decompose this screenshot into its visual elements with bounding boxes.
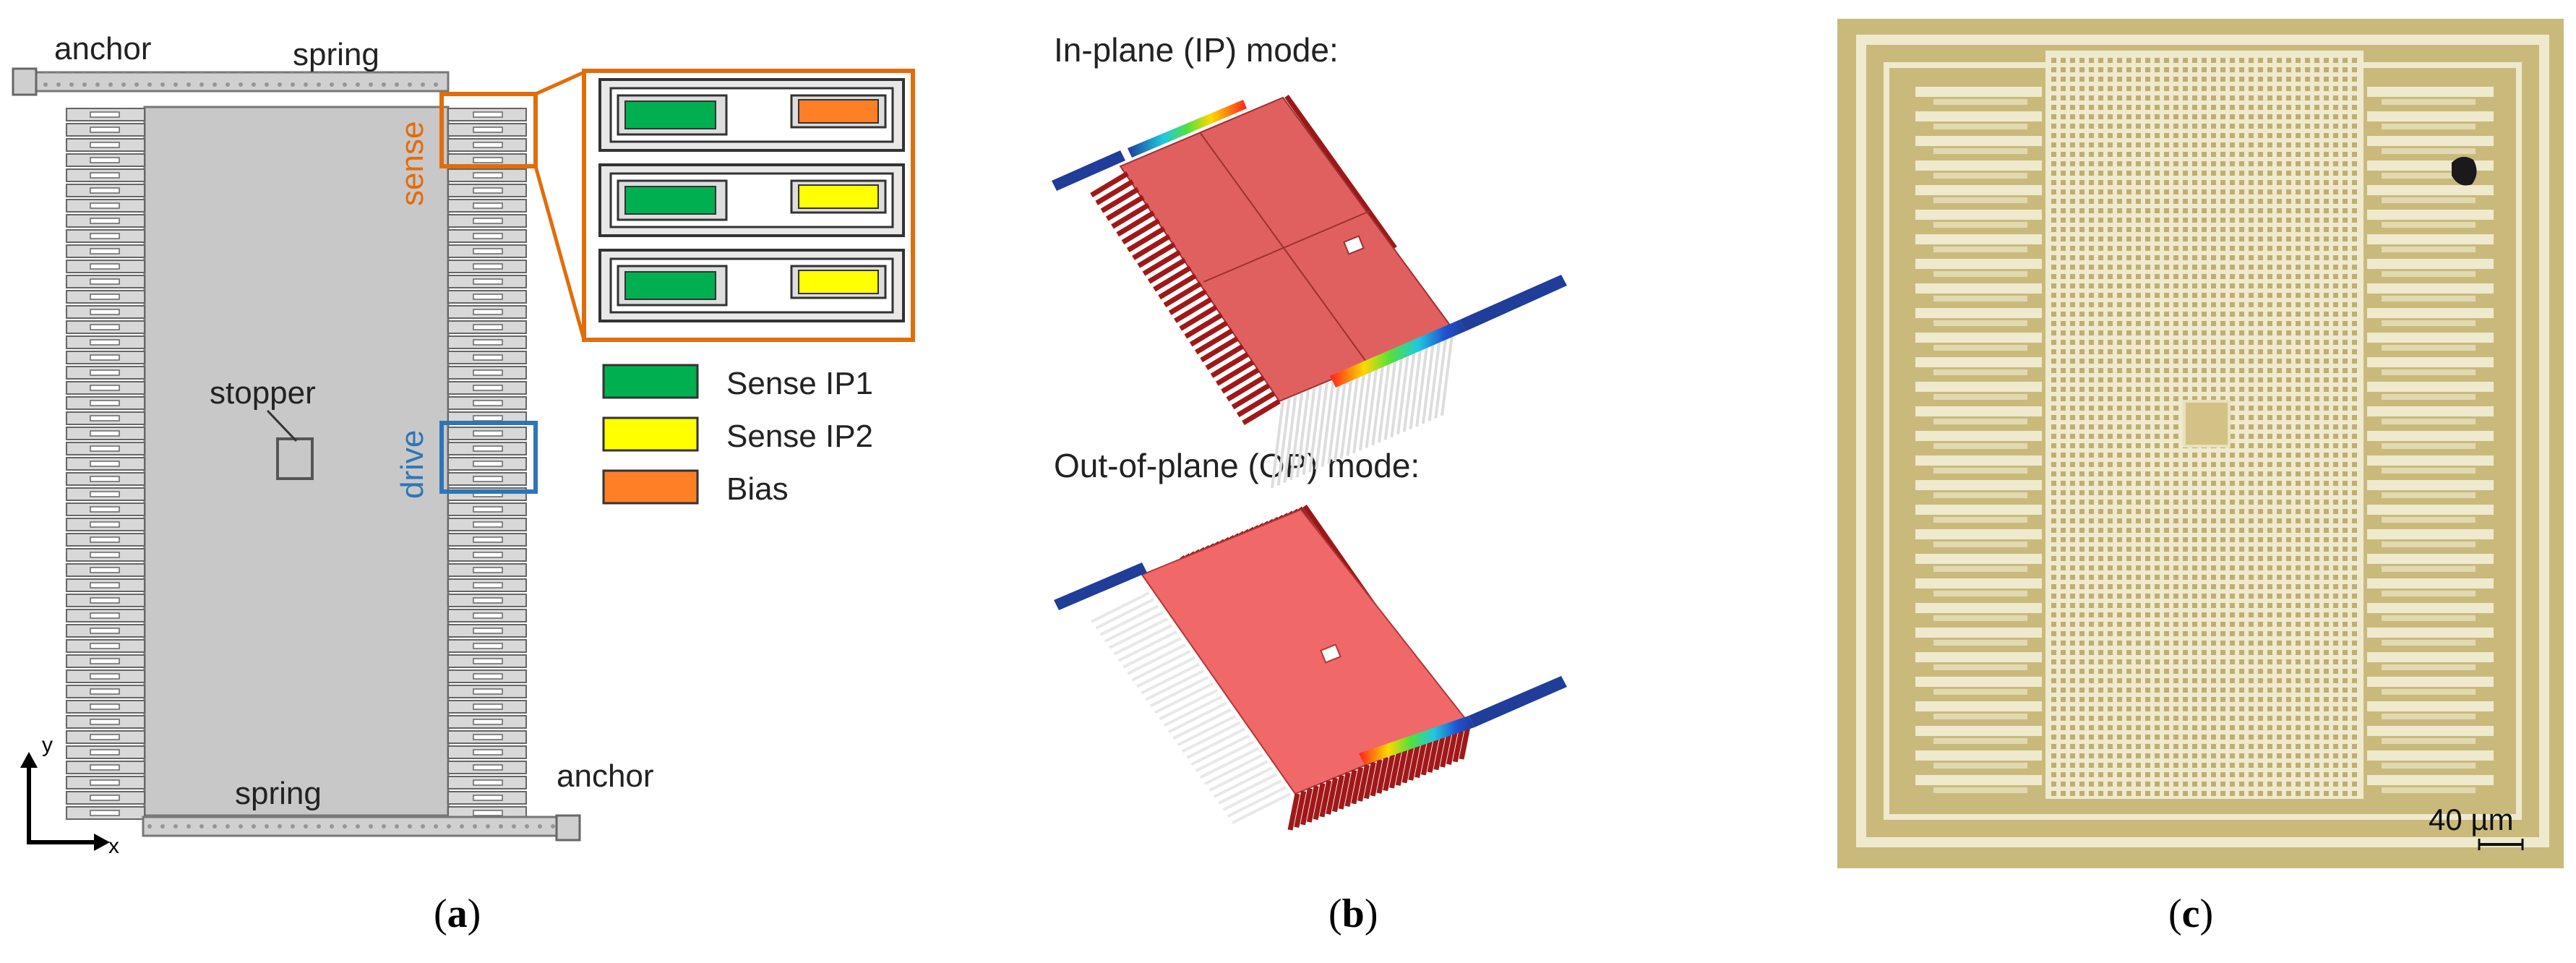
axis-indicator: y x <box>20 733 119 858</box>
op-mode-model <box>1054 504 1567 831</box>
legend-swatch-ip2 <box>602 416 699 452</box>
micrograph-fingers-right <box>2367 87 2494 793</box>
label-spring-top: spring <box>293 37 379 72</box>
anchor-bottom <box>555 814 581 842</box>
legend-swatch-bias <box>602 469 699 505</box>
comb-fingers-right <box>447 108 527 820</box>
micrograph-stopper <box>2183 400 2231 448</box>
panel-b-simulation: In-plane (IP) mode: Out-of-plane (OP) mo… <box>1052 31 1567 831</box>
legend-label-ip1: Sense IP1 <box>726 366 873 401</box>
axis-x-label: x <box>108 834 119 858</box>
ip-anchor-left <box>1052 150 1125 191</box>
label-stopper: stopper <box>210 375 316 411</box>
legend-label-bias: Bias <box>726 471 789 507</box>
op-proof-mass <box>1141 508 1470 795</box>
sense-highlight-box <box>439 92 538 168</box>
drive-highlight-box <box>439 421 538 494</box>
axis-y-label: y <box>42 733 53 757</box>
caption-c: (c) <box>2168 891 2214 936</box>
label-anchor-top: anchor <box>54 31 152 67</box>
panel-a-diagram: Sense IP1 Sense IP2 Bias anchor spring s… <box>12 31 915 858</box>
legend-swatch-ip1 <box>602 364 699 399</box>
ip-mode-title: In-plane (IP) mode: <box>1054 31 1339 69</box>
anchor-top <box>12 67 38 96</box>
scale-bar-label: 40 µm <box>2429 803 2514 836</box>
ip-mode-model <box>1052 94 1567 489</box>
label-anchor-bottom: anchor <box>557 758 654 794</box>
label-drive: drive <box>395 430 430 499</box>
op-anchor-left <box>1054 562 1147 610</box>
proof-mass <box>143 106 450 817</box>
caption-a: (a) <box>434 891 481 936</box>
sense-zoom-inset <box>582 69 915 342</box>
label-sense: sense <box>395 121 430 206</box>
op-mode-title: Out-of-plane (OP) mode: <box>1054 447 1420 484</box>
panel-c-micrograph: 40 µm <box>1837 19 2564 868</box>
label-spring-bottom: spring <box>235 776 322 811</box>
caption-b: (b) <box>1328 891 1378 936</box>
legend-label-ip2: Sense IP2 <box>726 419 873 454</box>
op-anchor-right <box>1469 676 1567 727</box>
comb-fingers-left <box>66 108 145 820</box>
ip-anchor-right <box>1460 275 1567 331</box>
micrograph-fingers-left <box>1915 87 2042 793</box>
